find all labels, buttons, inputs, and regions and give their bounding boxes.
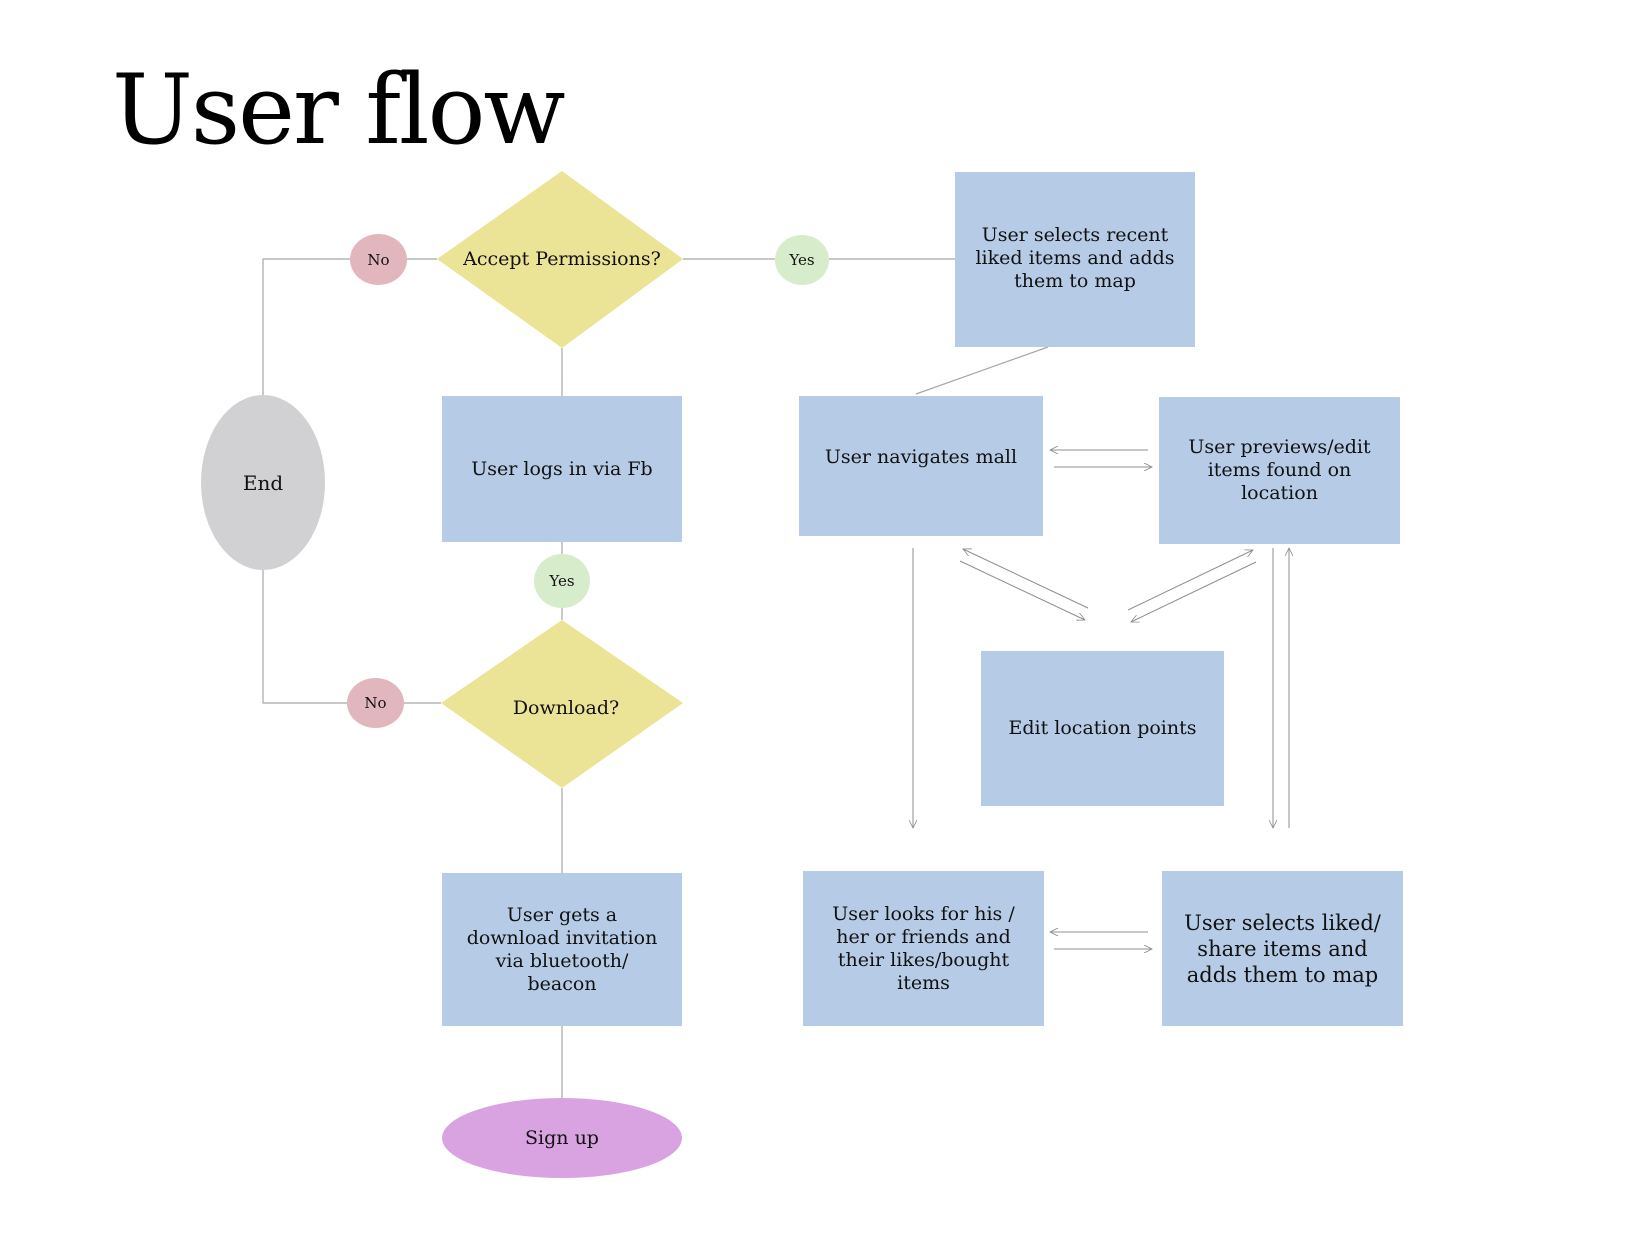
no-badge-permissions: No	[350, 234, 407, 285]
decision-accept-permissions: Accept Permissions?	[463, 248, 661, 270]
process-select-share: User selects liked/ share items and adds…	[1162, 871, 1403, 1026]
page-title: User flow	[112, 54, 566, 166]
connector-no-to-end-top	[262, 258, 350, 395]
process-preview-edit: User previews/edit items found on locati…	[1159, 397, 1400, 544]
arrow-preview-to-edit	[1131, 561, 1257, 622]
process-navigate-mall: User navigates mall	[799, 396, 1043, 536]
sign-up-node: Sign up	[442, 1098, 682, 1178]
no-badge-download: No	[347, 678, 404, 728]
decision-accept-permissions-shape	[437, 171, 683, 348]
end-node: End	[201, 395, 325, 570]
process-select-recent: User selects recent liked items and adds…	[955, 172, 1195, 347]
connector-select-recent-to-navigate	[915, 346, 1049, 395]
yes-badge-login: Yes	[534, 554, 590, 608]
process-edit-location-points: Edit location points	[981, 651, 1224, 806]
decision-download: Download?	[512, 697, 620, 719]
decision-download-shape	[441, 620, 683, 788]
process-looks-friends: User looks for his / her or friends and …	[803, 871, 1044, 1026]
yes-badge-permissions: Yes	[775, 235, 829, 285]
process-download-invitation: User gets a download invitation via blue…	[442, 873, 682, 1026]
process-login-fb: User logs in via Fb	[442, 396, 682, 542]
arrow-edit-to-navigate	[963, 549, 1089, 609]
arrow-navigate-to-edit	[959, 560, 1085, 620]
arrow-edit-to-preview	[1127, 550, 1253, 611]
connector-end-to-no-bottom	[262, 570, 347, 704]
